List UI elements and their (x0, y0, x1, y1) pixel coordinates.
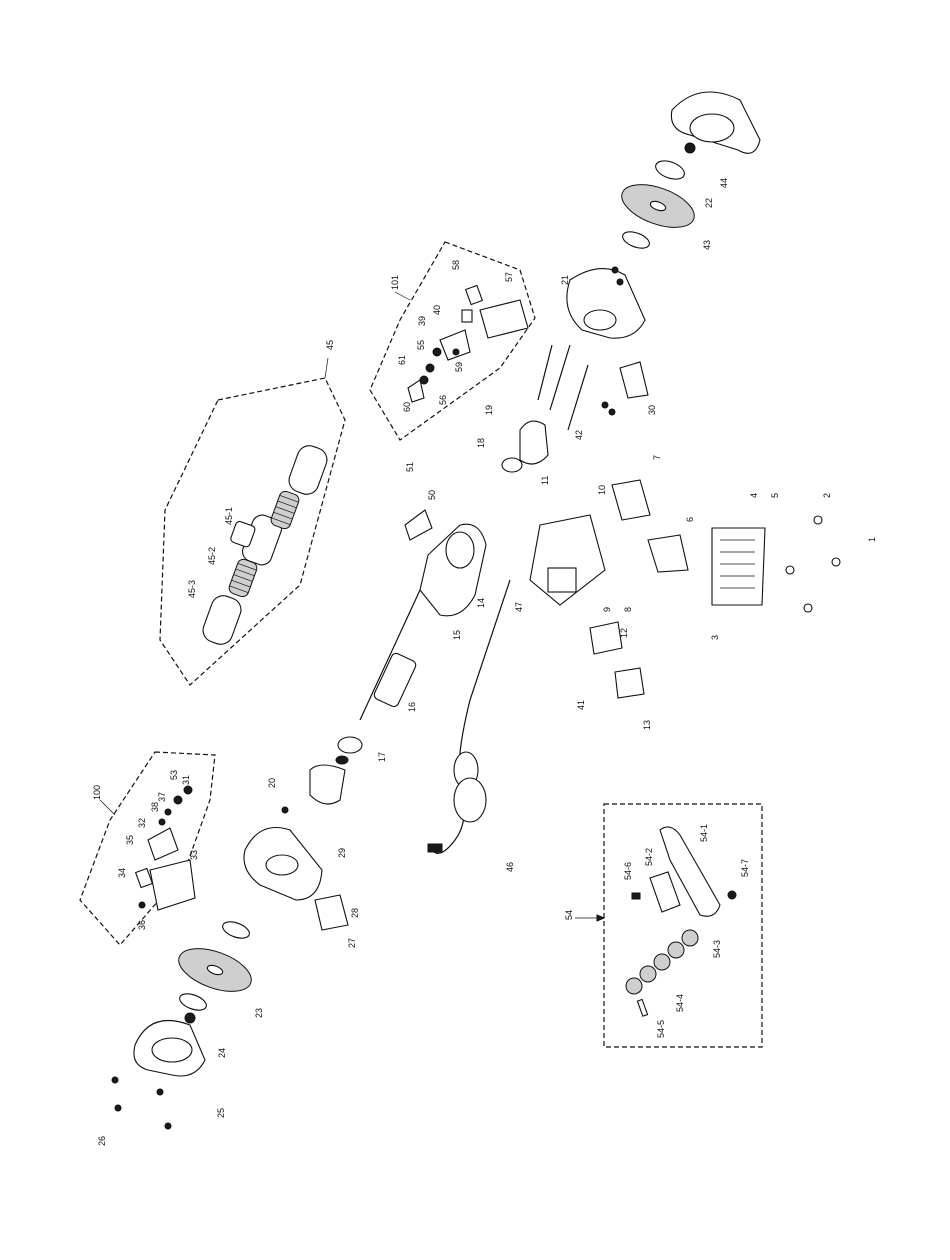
part-label: 11 (540, 476, 550, 485)
part-label: 12 (619, 628, 629, 638)
part-label: 18 (476, 438, 486, 448)
switch-housing (530, 480, 840, 698)
part-label: 57 (504, 272, 514, 282)
rods-42 (538, 345, 588, 430)
part-label: 31 (181, 775, 191, 785)
part-label: 61 (397, 355, 407, 365)
part-label: 59 (454, 362, 464, 372)
part-label: 45-1 (224, 507, 234, 525)
part-label: 54-4 (675, 994, 685, 1012)
group-54-parts (626, 827, 736, 1016)
group-100-outline (80, 752, 215, 945)
part-label: 58 (451, 260, 461, 270)
part-label: 55 (416, 340, 426, 350)
part-label: 54-3 (712, 940, 722, 958)
part-label: 54-2 (644, 848, 654, 866)
part-label: 36 (137, 920, 147, 930)
part-label: 51 (405, 462, 415, 472)
part-label: 19 (484, 405, 494, 415)
part-label: 2 (822, 493, 832, 498)
part-label: 54 (564, 910, 574, 920)
part-label: 45 (325, 340, 335, 350)
part-label: 100 (92, 785, 102, 800)
part-label: 16 (407, 702, 417, 712)
part-label: 30 (647, 405, 657, 415)
part-label: 21 (560, 275, 570, 285)
part-label: 39 (417, 316, 427, 326)
part-label: 25 (216, 1108, 226, 1118)
part-label: 29 (337, 848, 347, 858)
group-45-parts (200, 442, 331, 647)
part-label: 46 (505, 862, 515, 872)
part-label: 40 (432, 305, 442, 315)
part-label: 60 (402, 402, 412, 412)
part-label: 1 (867, 537, 877, 542)
part-label: 54-1 (699, 824, 709, 842)
part-label: 28 (350, 908, 360, 918)
part-label: 13 (642, 720, 652, 730)
part-label: 33 (189, 850, 199, 860)
end-cap-top (502, 421, 548, 472)
part-label: 22 (704, 198, 714, 208)
part-label: 7 (652, 455, 662, 460)
part-label: 5 (770, 493, 780, 498)
part-label: 9 (602, 607, 612, 612)
part-label: 26 (97, 1136, 107, 1146)
part-label: 15 (452, 630, 462, 640)
part-label: 34 (117, 868, 127, 878)
part-label: 23 (254, 1008, 264, 1018)
part-label: 45-2 (207, 547, 217, 565)
part-label: 38 (150, 802, 160, 812)
part-label: 6 (685, 517, 695, 522)
armature (336, 590, 420, 764)
part-label: 54-7 (740, 859, 750, 877)
part-label: 50 (427, 490, 437, 500)
group-100-parts (136, 786, 195, 910)
end-cap-bottom (310, 765, 345, 804)
power-cord (428, 580, 510, 853)
part-label: 3 (710, 635, 720, 640)
upper-guard-assembly (567, 92, 760, 415)
part-label: 4 (749, 493, 759, 498)
part-label: 35 (125, 835, 135, 845)
part-label: 41 (576, 700, 586, 710)
lower-guard-assembly (112, 807, 348, 1129)
part-label: 42 (574, 430, 584, 440)
part-label: 27 (347, 938, 357, 948)
part-label: 56 (438, 395, 448, 405)
part-label: 53 (169, 770, 179, 780)
group-101-parts (408, 285, 528, 402)
part-label: 54-6 (623, 862, 633, 880)
part-label: 20 (267, 778, 277, 788)
part-label: 47 (514, 602, 524, 612)
part-label: 17 (377, 752, 387, 762)
part-label: 54-5 (656, 1020, 666, 1038)
part-label: 43 (702, 240, 712, 250)
part-label: 45-3 (187, 580, 197, 598)
part-label: 24 (217, 1048, 227, 1058)
motor-housing (405, 510, 486, 616)
part-label: 101 (390, 275, 400, 290)
part-label: 32 (137, 818, 147, 828)
part-label: 8 (623, 607, 633, 612)
part-label: 10 (597, 485, 607, 495)
part-label: 14 (476, 598, 486, 608)
part-label: 44 (719, 178, 729, 188)
part-label: 37 (157, 792, 167, 802)
